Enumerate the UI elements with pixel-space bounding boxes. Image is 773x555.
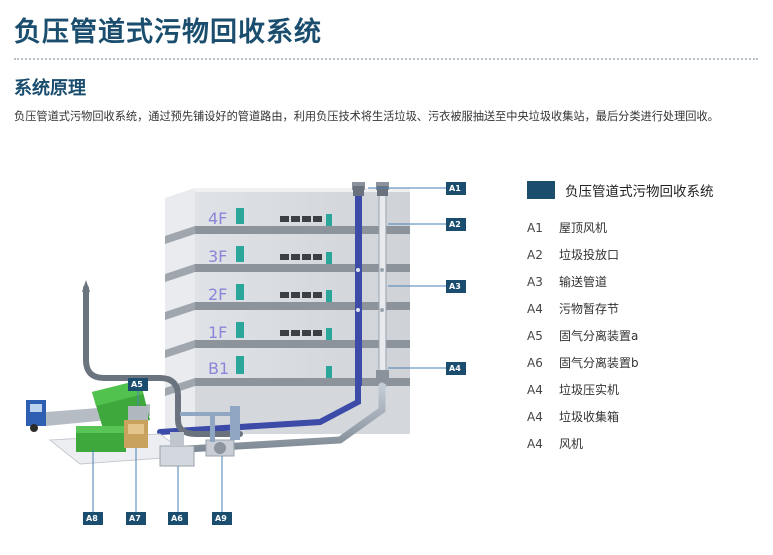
fan-unit xyxy=(205,439,235,457)
svg-text:A5: A5 xyxy=(131,380,143,389)
legend-label: 固气分离装置b xyxy=(559,356,639,370)
page-title: 负压管道式污物回收系统 xyxy=(14,17,322,48)
legend-item: A4 风机 xyxy=(527,430,757,457)
cart-icon xyxy=(280,216,322,222)
roof-fan-icon xyxy=(353,186,364,196)
legend-code: A6 xyxy=(527,355,543,370)
legend-item: A4 污物暂存节 xyxy=(527,295,757,322)
roof-fan-icon xyxy=(377,186,388,196)
legend-code: A3 xyxy=(527,274,543,289)
legend-swatch xyxy=(527,181,555,199)
door-icon xyxy=(326,328,332,340)
svg-text:A9: A9 xyxy=(215,514,227,523)
tag-a1: A1 xyxy=(446,182,466,195)
legend-item: A6 固气分离装置b xyxy=(527,349,757,376)
door-icon xyxy=(326,290,332,302)
tag-a6: A6 xyxy=(168,512,188,525)
system-diagram: 4F 3F 2F 1F B1 xyxy=(26,182,466,525)
legend-item: A3 输送管道 xyxy=(527,268,757,295)
svg-text:A3: A3 xyxy=(449,282,461,291)
svg-text:A2: A2 xyxy=(449,220,461,229)
legend-code: A4 xyxy=(527,409,543,424)
door-icon xyxy=(236,284,244,300)
door-icon xyxy=(326,366,332,378)
callout-lines xyxy=(92,187,446,512)
separator-b xyxy=(159,432,195,467)
door-icon xyxy=(326,252,332,264)
svg-text:A8: A8 xyxy=(86,514,98,523)
legend-code: A1 xyxy=(527,220,543,235)
fan-icon xyxy=(214,442,226,454)
legend-label: 输送管道 xyxy=(559,275,608,289)
legend-item: A5 固气分离装置a xyxy=(527,322,757,349)
tag-a4: A4 xyxy=(446,362,466,375)
legend-code: A4 xyxy=(527,301,543,316)
legend-label: 垃圾收集箱 xyxy=(559,410,620,424)
riser-pipes xyxy=(352,182,389,387)
door-icon xyxy=(236,208,244,224)
door-icon xyxy=(326,214,332,226)
section-title: 系统原理 xyxy=(14,78,86,99)
legend-code: A4 xyxy=(527,436,543,451)
floor-label-2f: 2F xyxy=(208,285,227,304)
door-icon xyxy=(236,246,244,262)
building: 4F 3F 2F 1F B1 xyxy=(165,188,410,434)
svg-text:A6: A6 xyxy=(171,514,183,523)
door-icon xyxy=(236,356,244,374)
tag-a7: A7 xyxy=(126,512,146,525)
legend-code: A2 xyxy=(527,247,543,262)
legend-label: 垃圾投放口 xyxy=(559,248,620,262)
legend-code: A5 xyxy=(527,328,543,343)
legend-code: A4 xyxy=(527,382,543,397)
cart-icon xyxy=(280,254,322,260)
legend-title: 负压管道式污物回收系统 xyxy=(565,184,714,200)
floor-label-b1: B1 xyxy=(208,359,229,378)
tag-a2: A2 xyxy=(446,218,466,231)
legend-label: 垃圾压实机 xyxy=(559,383,620,397)
legend: 负压管道式污物回收系统 A1 屋顶风机 A2 垃圾投放口 A3 输送管道 A4 污物暂存… xyxy=(527,180,757,457)
cart-icon xyxy=(280,330,322,336)
tag-a5: A5 xyxy=(128,378,148,391)
floor-label-4f: 4F xyxy=(208,209,227,228)
legend-header: 负压管道式污物回收系统 xyxy=(527,180,757,200)
tag-a3: A3 xyxy=(446,280,466,293)
door-icon xyxy=(236,322,244,338)
tag-a9: A9 xyxy=(212,512,232,525)
title-divider xyxy=(14,58,758,60)
svg-text:A7: A7 xyxy=(129,514,141,523)
tag-a8: A8 xyxy=(83,512,103,525)
svg-text:A1: A1 xyxy=(449,184,461,193)
separator-a xyxy=(128,406,148,420)
cart-icon xyxy=(280,292,322,298)
legend-item: A4 垃圾收集箱 xyxy=(527,403,757,430)
floor-label-3f: 3F xyxy=(208,247,227,266)
legend-item: A4 垃圾压实机 xyxy=(527,376,757,403)
legend-item: A2 垃圾投放口 xyxy=(527,241,757,268)
legend-label: 污物暂存节 xyxy=(559,302,620,316)
legend-label: 屋顶风机 xyxy=(559,221,608,235)
svg-text:A4: A4 xyxy=(449,364,461,373)
floor-label-1f: 1F xyxy=(208,323,227,342)
section-description: 负压管道式污物回收系统，通过预先铺设好的管道路由，利用负压技术将生活垃圾、污衣被… xyxy=(14,110,719,123)
legend-label: 固气分离装置a xyxy=(559,329,639,343)
legend-item: A1 屋顶风机 xyxy=(527,214,757,241)
legend-label: 风机 xyxy=(559,437,584,451)
